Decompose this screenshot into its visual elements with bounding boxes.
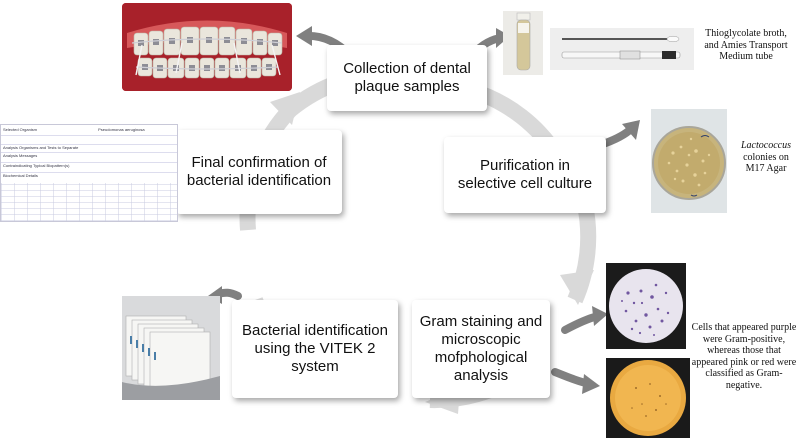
report-row-spacer bbox=[1, 136, 177, 145]
ring-arrowhead-2 bbox=[560, 270, 594, 305]
arrow-to-micrograph bbox=[561, 312, 602, 334]
report-row-analysis: Analysis Organisms and Tests to Separate bbox=[1, 145, 177, 153]
step-gram-label: Gram staining and microscopic mofphologi… bbox=[419, 313, 543, 384]
report-biochemical-grid bbox=[1, 183, 177, 221]
report-row-organism: Selected Organism Pseudomonas aeruginosa bbox=[1, 125, 177, 136]
step-collection-label: Collection of dental plaque samples bbox=[343, 60, 471, 95]
lactococcus-petri-photo bbox=[651, 109, 727, 213]
gram-caption: Cells that appeared purple were Gram-pos… bbox=[690, 322, 798, 391]
colonies-caption-genus: Lactococcus bbox=[741, 140, 791, 151]
report-analysis-organisms: Analysis Organisms and Tests to Separate bbox=[3, 145, 79, 150]
dental-braces-photo bbox=[122, 3, 292, 91]
step-collection-box: Collection of dental plaque samples bbox=[327, 45, 487, 111]
identification-report: Selected Organism Pseudomonas aeruginosa… bbox=[0, 124, 178, 222]
step-confirmation-label: Final confirmation of bacterial identifi… bbox=[186, 154, 332, 189]
step-confirmation-box: Final confirmation of bacterial identifi… bbox=[176, 130, 342, 214]
step-vitek-box: Bacterial identification using the VITEK… bbox=[232, 300, 398, 398]
tubes-caption-text: Thioglycolate broth, and Amies Transport… bbox=[704, 28, 788, 62]
colonies-caption-text: colonies on M17 Agar bbox=[743, 151, 789, 175]
tubes-caption: Thioglycolate broth, and Amies Transport… bbox=[698, 28, 794, 63]
step-vitek-label: Bacterial identification using the VITEK… bbox=[242, 322, 388, 375]
report-selected-organism: Selected Organism bbox=[3, 127, 38, 132]
amies-swab-photo bbox=[550, 28, 694, 70]
report-organism-name: Pseudomonas aeruginosa bbox=[98, 127, 145, 132]
report-biochemical: Biochemical Details bbox=[3, 173, 38, 178]
report-row-contra: Contraindicating Typical Biopattern(s) bbox=[1, 163, 177, 173]
vitek-cards-photo bbox=[122, 296, 220, 400]
gram-negative-plate bbox=[606, 358, 690, 438]
step-gram-box: Gram staining and microscopic mofphologi… bbox=[412, 300, 550, 398]
ring-arrowhead-5 bbox=[270, 92, 300, 125]
report-analysis-messages: Analysis Messages bbox=[3, 153, 38, 158]
report-row-messages: Analysis Messages bbox=[1, 153, 177, 163]
report-row-biochem: Biochemical Details bbox=[1, 173, 177, 181]
colonies-caption: Lactococcus colonies on M17 Agar bbox=[735, 140, 797, 175]
gram-caption-text: Cells that appeared purple were Gram-pos… bbox=[691, 322, 797, 391]
step-purification-label: Purification in selective cell culture bbox=[457, 157, 593, 192]
report-contraindicating: Contraindicating Typical Biopattern(s) bbox=[3, 163, 70, 168]
broth-tube-photo bbox=[503, 11, 543, 75]
step-purification-box: Purification in selective cell culture bbox=[444, 137, 606, 213]
gram-stain-micrograph bbox=[606, 263, 686, 349]
